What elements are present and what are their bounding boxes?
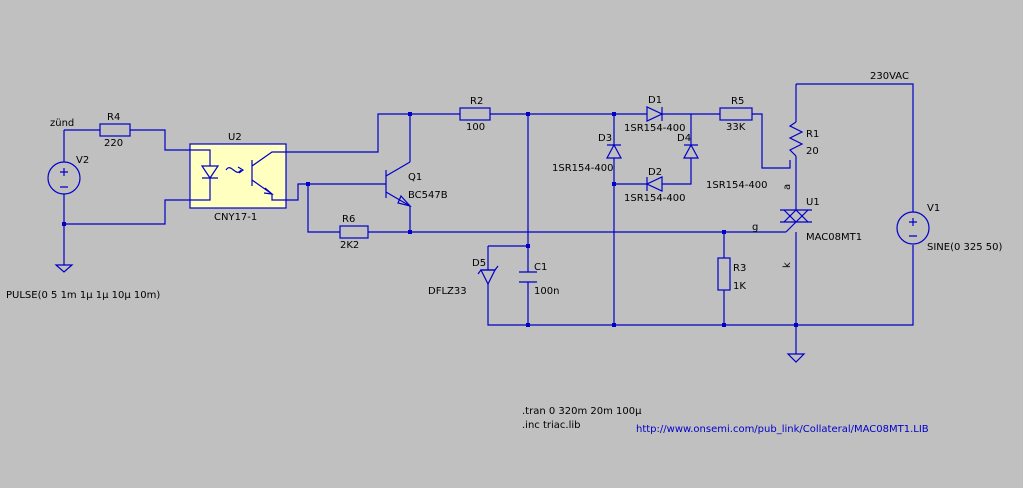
resistor-r6[interactable]: R6 2K2	[339, 214, 369, 251]
u1-value: MAC08MT1	[806, 232, 862, 243]
d1-value: 1SR154-400	[624, 123, 685, 134]
d2-ref: D2	[648, 167, 662, 178]
r4-value: 220	[104, 138, 123, 149]
diode-d4[interactable]: D4	[677, 133, 700, 159]
v2-value: PULSE(0 5 1m 1µ 1µ 10µ 10m)	[6, 290, 160, 301]
triac-u1[interactable]: U1 MAC08MT1	[780, 197, 862, 243]
spice-directive-include: .inc triac.lib	[522, 420, 581, 431]
r6-value: 2K2	[340, 240, 359, 251]
v2-ref: V2	[76, 155, 89, 166]
voltage-source-v1[interactable]: V1 SINE(0 325 50)	[896, 203, 1003, 253]
r2-ref: R2	[470, 96, 483, 107]
v1-ref: V1	[927, 203, 940, 214]
r1-ref: R1	[806, 129, 819, 140]
resistor-r5[interactable]: R5 33K	[719, 96, 753, 133]
r3-value: 1K	[733, 281, 746, 292]
library-link[interactable]: http://www.onsemi.com/pub_link/Collatera…	[636, 424, 929, 435]
net-label-zuend: zünd	[50, 118, 74, 129]
d4-ref: D4	[677, 133, 691, 144]
d4-value: 1SR154-400	[706, 180, 767, 191]
voltage-source-v2[interactable]: V2	[47, 155, 89, 195]
r1-value: 20	[806, 146, 819, 157]
pin-label-cathode: k	[782, 262, 793, 268]
d3-value: 1SR154-400	[552, 163, 613, 174]
v1-value: SINE(0 325 50)	[927, 242, 1003, 253]
d2-value: 1SR154-400	[624, 193, 685, 204]
capacitor-c1[interactable]: C1 100n	[519, 262, 559, 297]
c1-value: 100n	[534, 286, 559, 297]
r2-value: 100	[466, 122, 485, 133]
r5-value: 33K	[726, 122, 746, 133]
d1-ref: D1	[648, 95, 662, 106]
diode-d2[interactable]: D2 1SR154-400	[624, 167, 685, 204]
r6-ref: R6	[342, 214, 355, 225]
junctions	[62, 112, 798, 327]
u2-ref: U2	[228, 132, 242, 143]
pin-label-gate: g	[752, 222, 758, 233]
ground-symbol	[54, 264, 74, 273]
zener-diode-d5[interactable]: D5 DFLZ33	[428, 258, 499, 297]
q1-ref: Q1	[408, 172, 422, 183]
ground-symbol	[786, 353, 806, 363]
d5-value: DFLZ33	[428, 286, 467, 297]
diode-d1[interactable]: D1 1SR154-400	[624, 95, 685, 134]
u1-ref: U1	[806, 197, 820, 208]
r3-ref: R3	[733, 263, 746, 274]
resistor-r4[interactable]: R4 220	[99, 112, 131, 149]
r5-ref: R5	[731, 96, 744, 107]
resistor-r2[interactable]: R2 100	[459, 96, 491, 133]
q1-value: BC547B	[408, 190, 448, 201]
optocoupler-u2[interactable]: U2 CNY17-1	[189, 132, 287, 223]
d5-ref: D5	[472, 258, 486, 269]
resistor-r3[interactable]: R3 1K	[717, 257, 746, 292]
pin-label-anode: a	[782, 184, 793, 190]
u2-value: CNY17-1	[214, 212, 257, 223]
transistor-q1[interactable]: Q1 BC547B	[385, 161, 448, 208]
wires	[63, 83, 914, 354]
diode-d3[interactable]: D3 1SR154-400	[552, 133, 623, 174]
spice-directive-tran: .tran 0 320m 20m 100µ	[522, 406, 642, 417]
c1-ref: C1	[534, 262, 547, 273]
r4-ref: R4	[107, 112, 120, 123]
d3-ref: D3	[598, 133, 612, 144]
net-label-230vac: 230VAC	[870, 71, 909, 82]
resistor-r1[interactable]: R1 20	[788, 121, 819, 157]
